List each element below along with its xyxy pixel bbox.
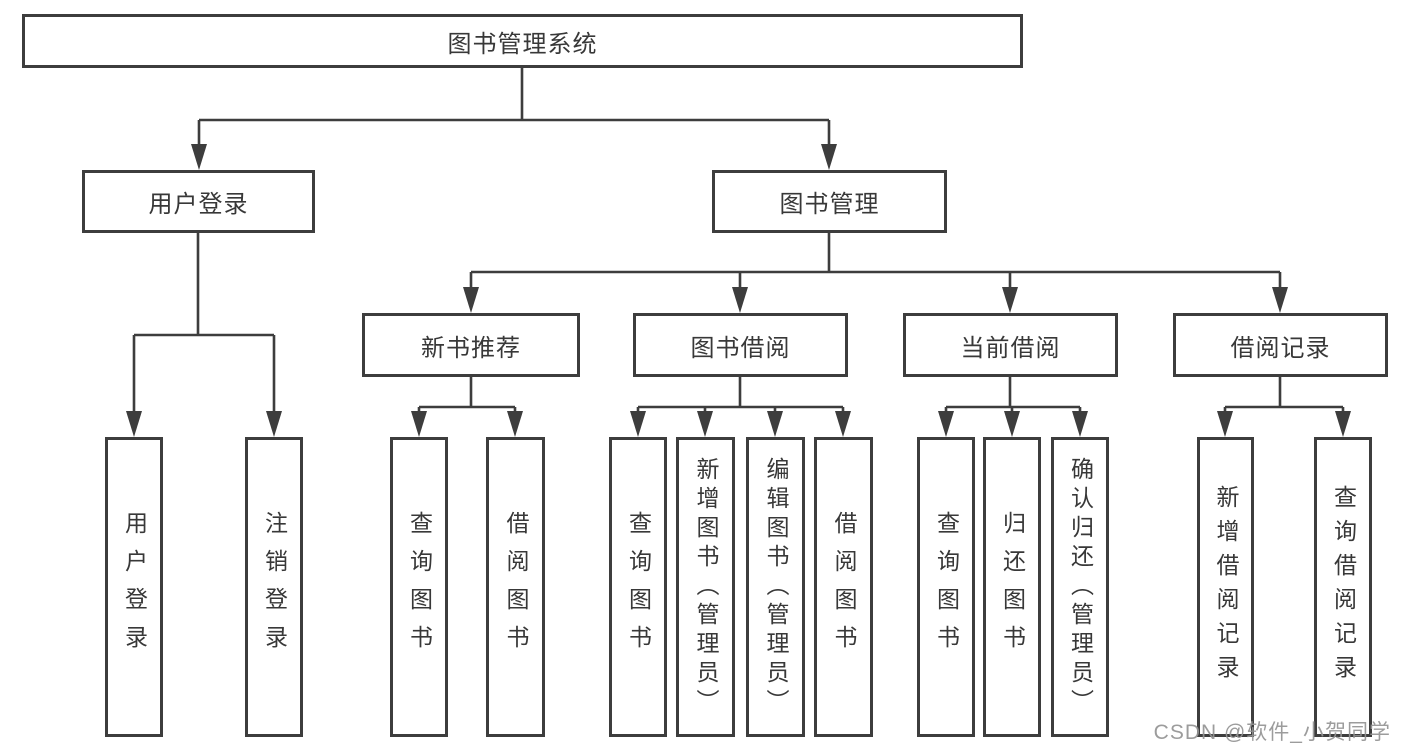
node-new-book-recommend-label: 新书推荐 <box>421 334 521 362</box>
leaf-user-login: 用户登录 <box>105 437 163 737</box>
leaf-confirm-return-admin: 确认归还（管理员） <box>1051 437 1109 737</box>
leaf-edit-books-admin: 编辑图书（管理员） <box>746 437 805 737</box>
node-book-borrow: 图书借阅 <box>633 313 848 377</box>
leaf-borrow-books-1: 借阅图书 <box>486 437 545 737</box>
node-borrow-records: 借阅记录 <box>1173 313 1388 377</box>
leaf-add-books-admin: 新增图书（管理员） <box>676 437 735 737</box>
leaf-query-books-2: 查询图书 <box>609 437 667 737</box>
leaf-borrow-books-2-label: 借阅图书 <box>831 511 857 663</box>
leaf-query-books-3: 查询图书 <box>917 437 975 737</box>
node-user-login-label: 用户登录 <box>148 191 249 218</box>
leaf-edit-books-admin-label: 编辑图书（管理员） <box>763 456 789 718</box>
leaf-add-books-admin-label: 新增图书（管理员） <box>693 456 719 718</box>
leaf-add-borrow-record-label: 新增借阅记录 <box>1213 485 1239 689</box>
node-root-label: 图书管理系统 <box>447 30 598 58</box>
leaf-logout-label: 注销登录 <box>261 511 288 663</box>
node-book-management: 图书管理 <box>712 170 947 233</box>
leaf-query-borrow-record: 查询借阅记录 <box>1314 437 1372 737</box>
node-root: 图书管理系统 <box>22 14 1023 68</box>
node-book-borrow-label: 图书借阅 <box>690 334 791 362</box>
leaf-return-books: 归还图书 <box>983 437 1041 737</box>
leaf-query-books-2-label: 查询图书 <box>625 511 652 663</box>
node-current-borrow-label: 当前借阅 <box>960 334 1061 362</box>
leaf-logout: 注销登录 <box>245 437 303 737</box>
node-new-book-recommend: 新书推荐 <box>362 313 580 377</box>
node-current-borrow: 当前借阅 <box>903 313 1118 377</box>
leaf-query-books-1: 查询图书 <box>390 437 448 737</box>
leaf-borrow-books-2: 借阅图书 <box>814 437 873 737</box>
leaf-query-borrow-record-label: 查询借阅记录 <box>1330 485 1357 689</box>
leaf-add-borrow-record: 新增借阅记录 <box>1197 437 1254 737</box>
node-book-management-label: 图书管理 <box>779 191 880 218</box>
leaf-borrow-books-1-label: 借阅图书 <box>503 511 529 663</box>
node-user-login: 用户登录 <box>82 170 315 233</box>
csdn-watermark: CSDN @软件_小贺同学 <box>1153 721 1391 744</box>
leaf-confirm-return-admin-label: 确认归还（管理员） <box>1067 456 1094 718</box>
node-borrow-records-label: 借阅记录 <box>1230 334 1331 362</box>
leaf-user-login-label: 用户登录 <box>121 511 148 663</box>
leaf-return-books-label: 归还图书 <box>999 511 1026 663</box>
leaf-query-books-3-label: 查询图书 <box>933 511 960 663</box>
leaf-query-books-1-label: 查询图书 <box>406 511 433 663</box>
